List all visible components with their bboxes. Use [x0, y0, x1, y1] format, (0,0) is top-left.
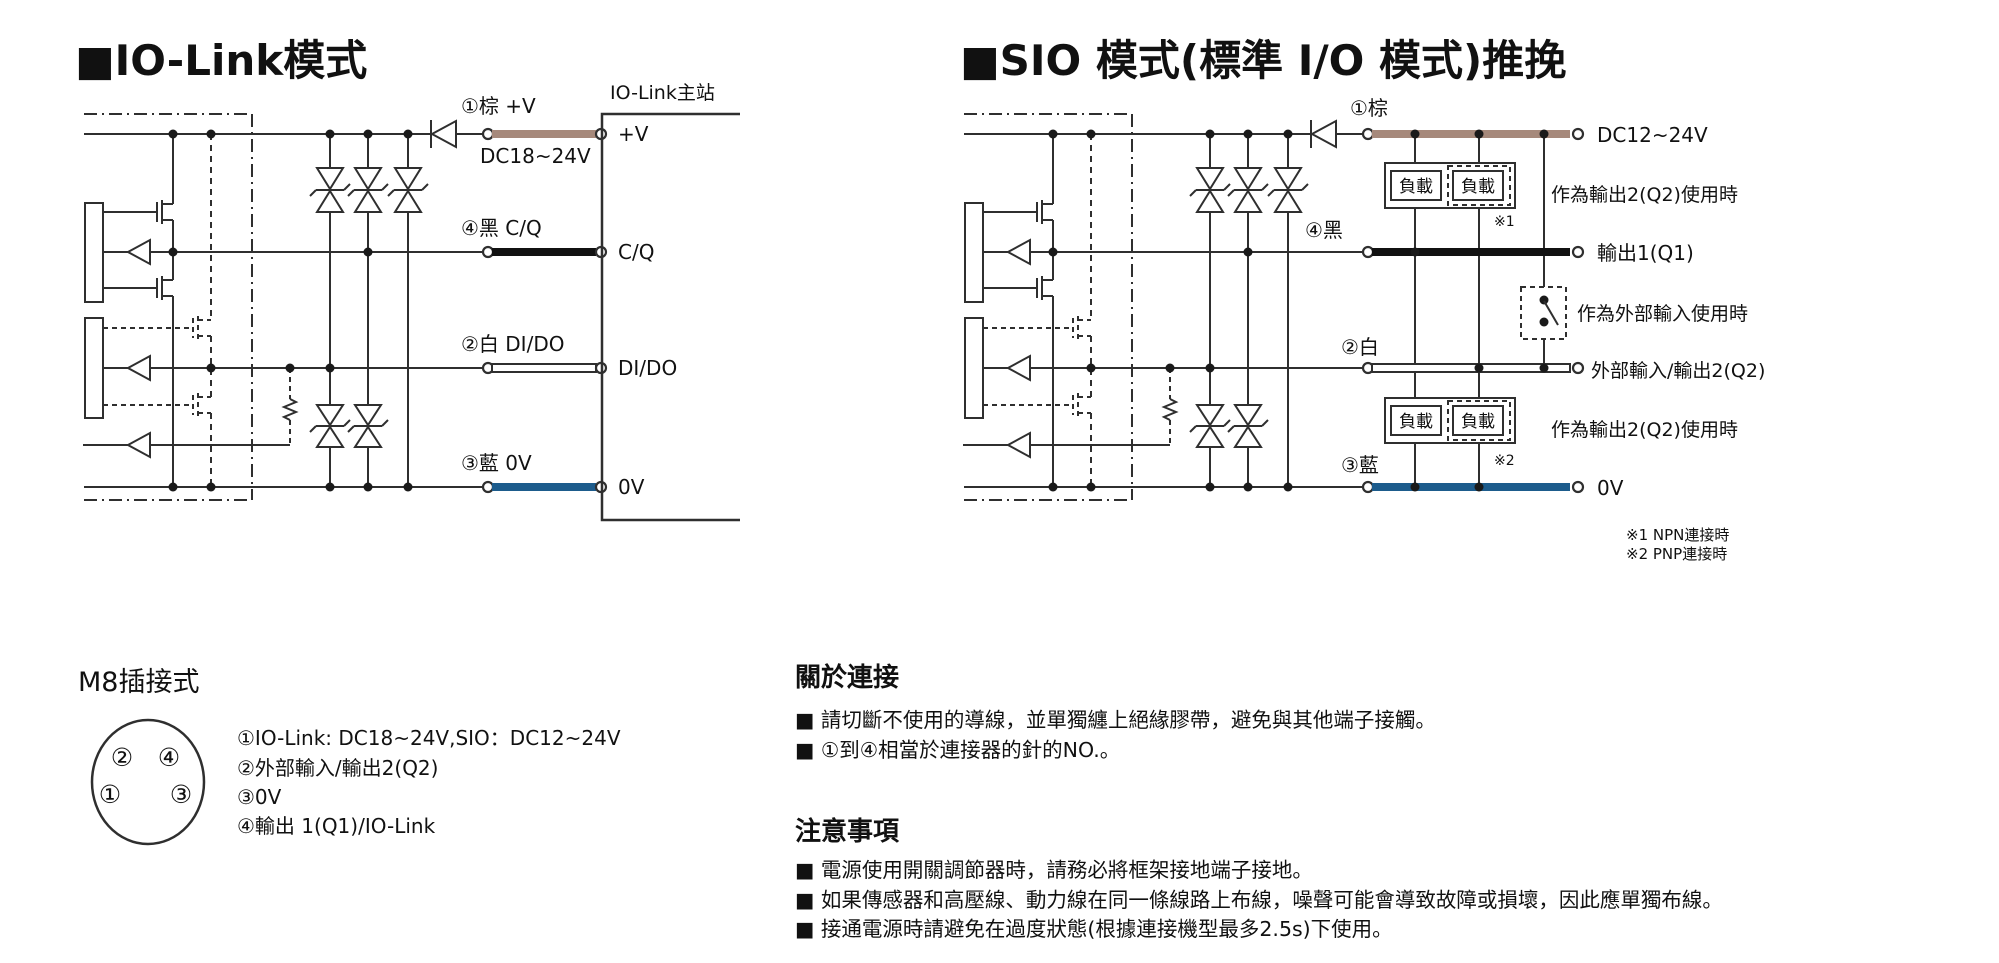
wire-end-circle [1571, 245, 1585, 259]
label-power: DC12~24V [1597, 123, 1708, 147]
load-label: 負載 [1461, 177, 1495, 197]
notes-bullet-2: ■ 如果傳感器和高壓線、動力線在同一條線路上布線，噪聲可能會導致故障或損壞，因此… [795, 888, 1723, 912]
sio-diagram: ■SIO 模式(標準 I/O 模式)推挽 負載 負載 ※1 [960, 36, 1765, 563]
terminal-label-ov: 0V [618, 475, 645, 499]
wire-end-circle [1571, 480, 1585, 494]
blue-wire [1372, 483, 1570, 491]
wire-label-white: ②白 DI/DO [461, 332, 564, 356]
footnote-pnp: ※2 PNP連接時 [1626, 545, 1727, 563]
notes-bullet-3: ■ 接通電源時請避免在過度狀態(根據連接機型最多2.5s)下使用。 [795, 917, 1393, 941]
label-ext-io: 外部輸入/輸出2(Q2) [1591, 360, 1765, 382]
notes-title: 注意事項 [795, 816, 900, 847]
precautions-section: 注意事項 ■ 電源使用開關調節器時，請務必將框架接地端子接地。 ■ 如果傳感器和… [795, 816, 1723, 941]
note-mark-1: ※1 [1494, 214, 1515, 230]
black-wire [492, 248, 596, 256]
external-input-switch-icon [1520, 286, 1567, 340]
m8-connector-section: M8插接式 ② ④ ① ③ ①IO-Link: DC18~24V,SIO：DC1… [78, 667, 621, 846]
footnote-npn: ※1 NPN連接時 [1626, 526, 1729, 544]
wire-label-brown: ①棕 [1350, 96, 1388, 120]
wire-label-black: ④黑 [1305, 218, 1343, 242]
label-ext-input-use: 作為外部輸入使用時 [1577, 303, 1748, 325]
pin-legend-2: ②外部輸入/輸出2(Q2) [237, 756, 438, 780]
about-title: 關於連接 [795, 662, 899, 693]
about-connection-section: 關於連接 ■ 請切斷不使用的導線，並單獨纏上絕緣膠帶，避免與其他端子接觸。 ■ … [795, 662, 1436, 762]
terminal-label-v: +V [618, 122, 649, 146]
wire-label-power: DC18~24V [480, 144, 591, 168]
sensor-circuit-right [961, 112, 1375, 502]
io-link-title: ■IO-Link模式 [75, 36, 367, 85]
brown-wire [1372, 130, 1570, 138]
about-bullet-2: ■ ①到④相當於連接器的針的NO.。 [795, 738, 1120, 762]
wire-end-circle [1571, 127, 1585, 141]
brown-wire [492, 130, 596, 138]
load-group-upper: 負載 負載 ※1 [1384, 162, 1516, 230]
pin-4: ④ [158, 743, 180, 772]
label-q2-use-bottom: 作為輸出2(Q2)使用時 [1551, 419, 1738, 441]
wire-label-brown: ①棕 +V [461, 94, 536, 118]
pin-legend-3: ③0V [237, 785, 282, 809]
pin-3: ③ [170, 780, 192, 809]
io-link-master-box [600, 112, 740, 522]
label-q2-use-top: 作為輸出2(Q2)使用時 [1551, 184, 1738, 206]
wire-label-blue: ③藍 [1341, 453, 1379, 477]
load-group-lower: 負載 負載 ※2 [1384, 397, 1516, 469]
cable-junction-dots [1410, 129, 1549, 492]
pin-1: ① [99, 780, 121, 809]
wire-end-circle [1571, 361, 1585, 375]
white-wire [491, 363, 597, 373]
io-link-master-label: IO-Link主站 [610, 82, 715, 104]
sensor-circuit-left [81, 112, 495, 502]
terminal-label-cq: C/Q [618, 240, 654, 264]
pin-legend-4: ④輸出 1(Q1)/IO-Link [237, 814, 436, 838]
wire-label-black: ④黑 C/Q [461, 216, 542, 240]
load-label: 負載 [1399, 412, 1433, 432]
label-out1: 輸出1(Q1) [1597, 241, 1694, 265]
blue-wire [492, 483, 596, 491]
load-label: 負載 [1461, 412, 1495, 432]
m8-connector-face [90, 718, 206, 846]
black-wire [1372, 248, 1570, 256]
pin-legend-1: ①IO-Link: DC18~24V,SIO：DC12~24V [237, 726, 621, 750]
about-bullet-1: ■ 請切斷不使用的導線，並單獨纏上絕緣膠帶，避免與其他端子接觸。 [795, 708, 1436, 732]
io-link-diagram: ■IO-Link模式 IO-Link主站 +V C/Q DI/DO 0V ①棕 … [75, 36, 740, 522]
load-label: 負載 [1399, 177, 1433, 197]
notes-bullet-1: ■ 電源使用開關調節器時，請務必將框架接地端子接地。 [795, 858, 1313, 882]
pin-2: ② [111, 743, 133, 772]
m8-title: M8插接式 [78, 667, 199, 698]
wire-label-white: ②白 [1341, 335, 1379, 359]
terminal-label-dido: DI/DO [618, 356, 677, 380]
sio-title: ■SIO 模式(標準 I/O 模式)推挽 [960, 36, 1566, 85]
note-mark-2: ※2 [1494, 453, 1515, 469]
white-wire [1371, 363, 1571, 373]
wire-label-blue: ③藍 0V [461, 451, 532, 475]
label-ov: 0V [1597, 476, 1624, 500]
